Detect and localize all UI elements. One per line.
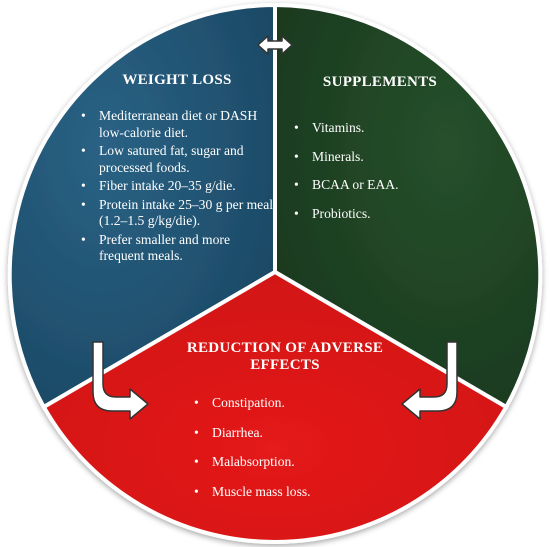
supplements-list: •Vitamins. •Minerals. •BCAA or EAA. •Pro… [290, 120, 470, 222]
list-item: •Mediterranean diet or DASH low-calorie … [81, 108, 258, 140]
list-item: •BCAA or EAA. [294, 177, 399, 192]
list-item: •Diarrhea. [194, 424, 263, 440]
double-arrow-icon [257, 35, 293, 55]
adverse-effects-panel: REDUCTION OF ADVERSE EFFECTS •Constipati… [180, 340, 390, 513]
weight-loss-list: •Mediterranean diet or DASH low-calorie … [77, 108, 277, 265]
list-item: •Constipation. [194, 395, 285, 410]
list-item: •Vitamins. [294, 120, 365, 135]
list-item: •Probiotics. [294, 205, 371, 221]
list-item: •Malabsorption. [194, 454, 295, 469]
supplements-sector [273, 2, 543, 410]
list-item: •Minerals. [294, 148, 364, 164]
weight-loss-panel: WEIGHT LOSS •Mediterranean diet or DASH … [77, 72, 277, 267]
weight-loss-sector [7, 2, 277, 410]
weight-loss-title: WEIGHT LOSS [122, 72, 232, 88]
list-item: •Fiber intake 20–35 g/die. [81, 178, 236, 193]
adverse-effects-title: REDUCTION OF ADVERSE EFFECTS [186, 340, 384, 373]
supplements-title: SUPPLEMENTS [322, 74, 438, 90]
list-item: •Muscle mass loss. [194, 483, 311, 499]
curved-arrow-icon [92, 341, 149, 420]
curved-arrow-icon [401, 341, 458, 420]
list-item: •Low satured fat, sugar and processed fo… [81, 143, 244, 175]
adverse-effects-list: •Constipation. •Diarrhea. •Malabsorption… [180, 395, 390, 500]
list-item: •Protein intake 25–30 g per meal (1.2–1.… [81, 196, 274, 229]
list-item: •Prefer smaller and more frequent meals. [81, 231, 230, 264]
supplements-panel: SUPPLEMENTS •Vitamins. •Minerals. •BCAA … [290, 74, 470, 234]
adverse-effects-sector [41, 269, 509, 544]
